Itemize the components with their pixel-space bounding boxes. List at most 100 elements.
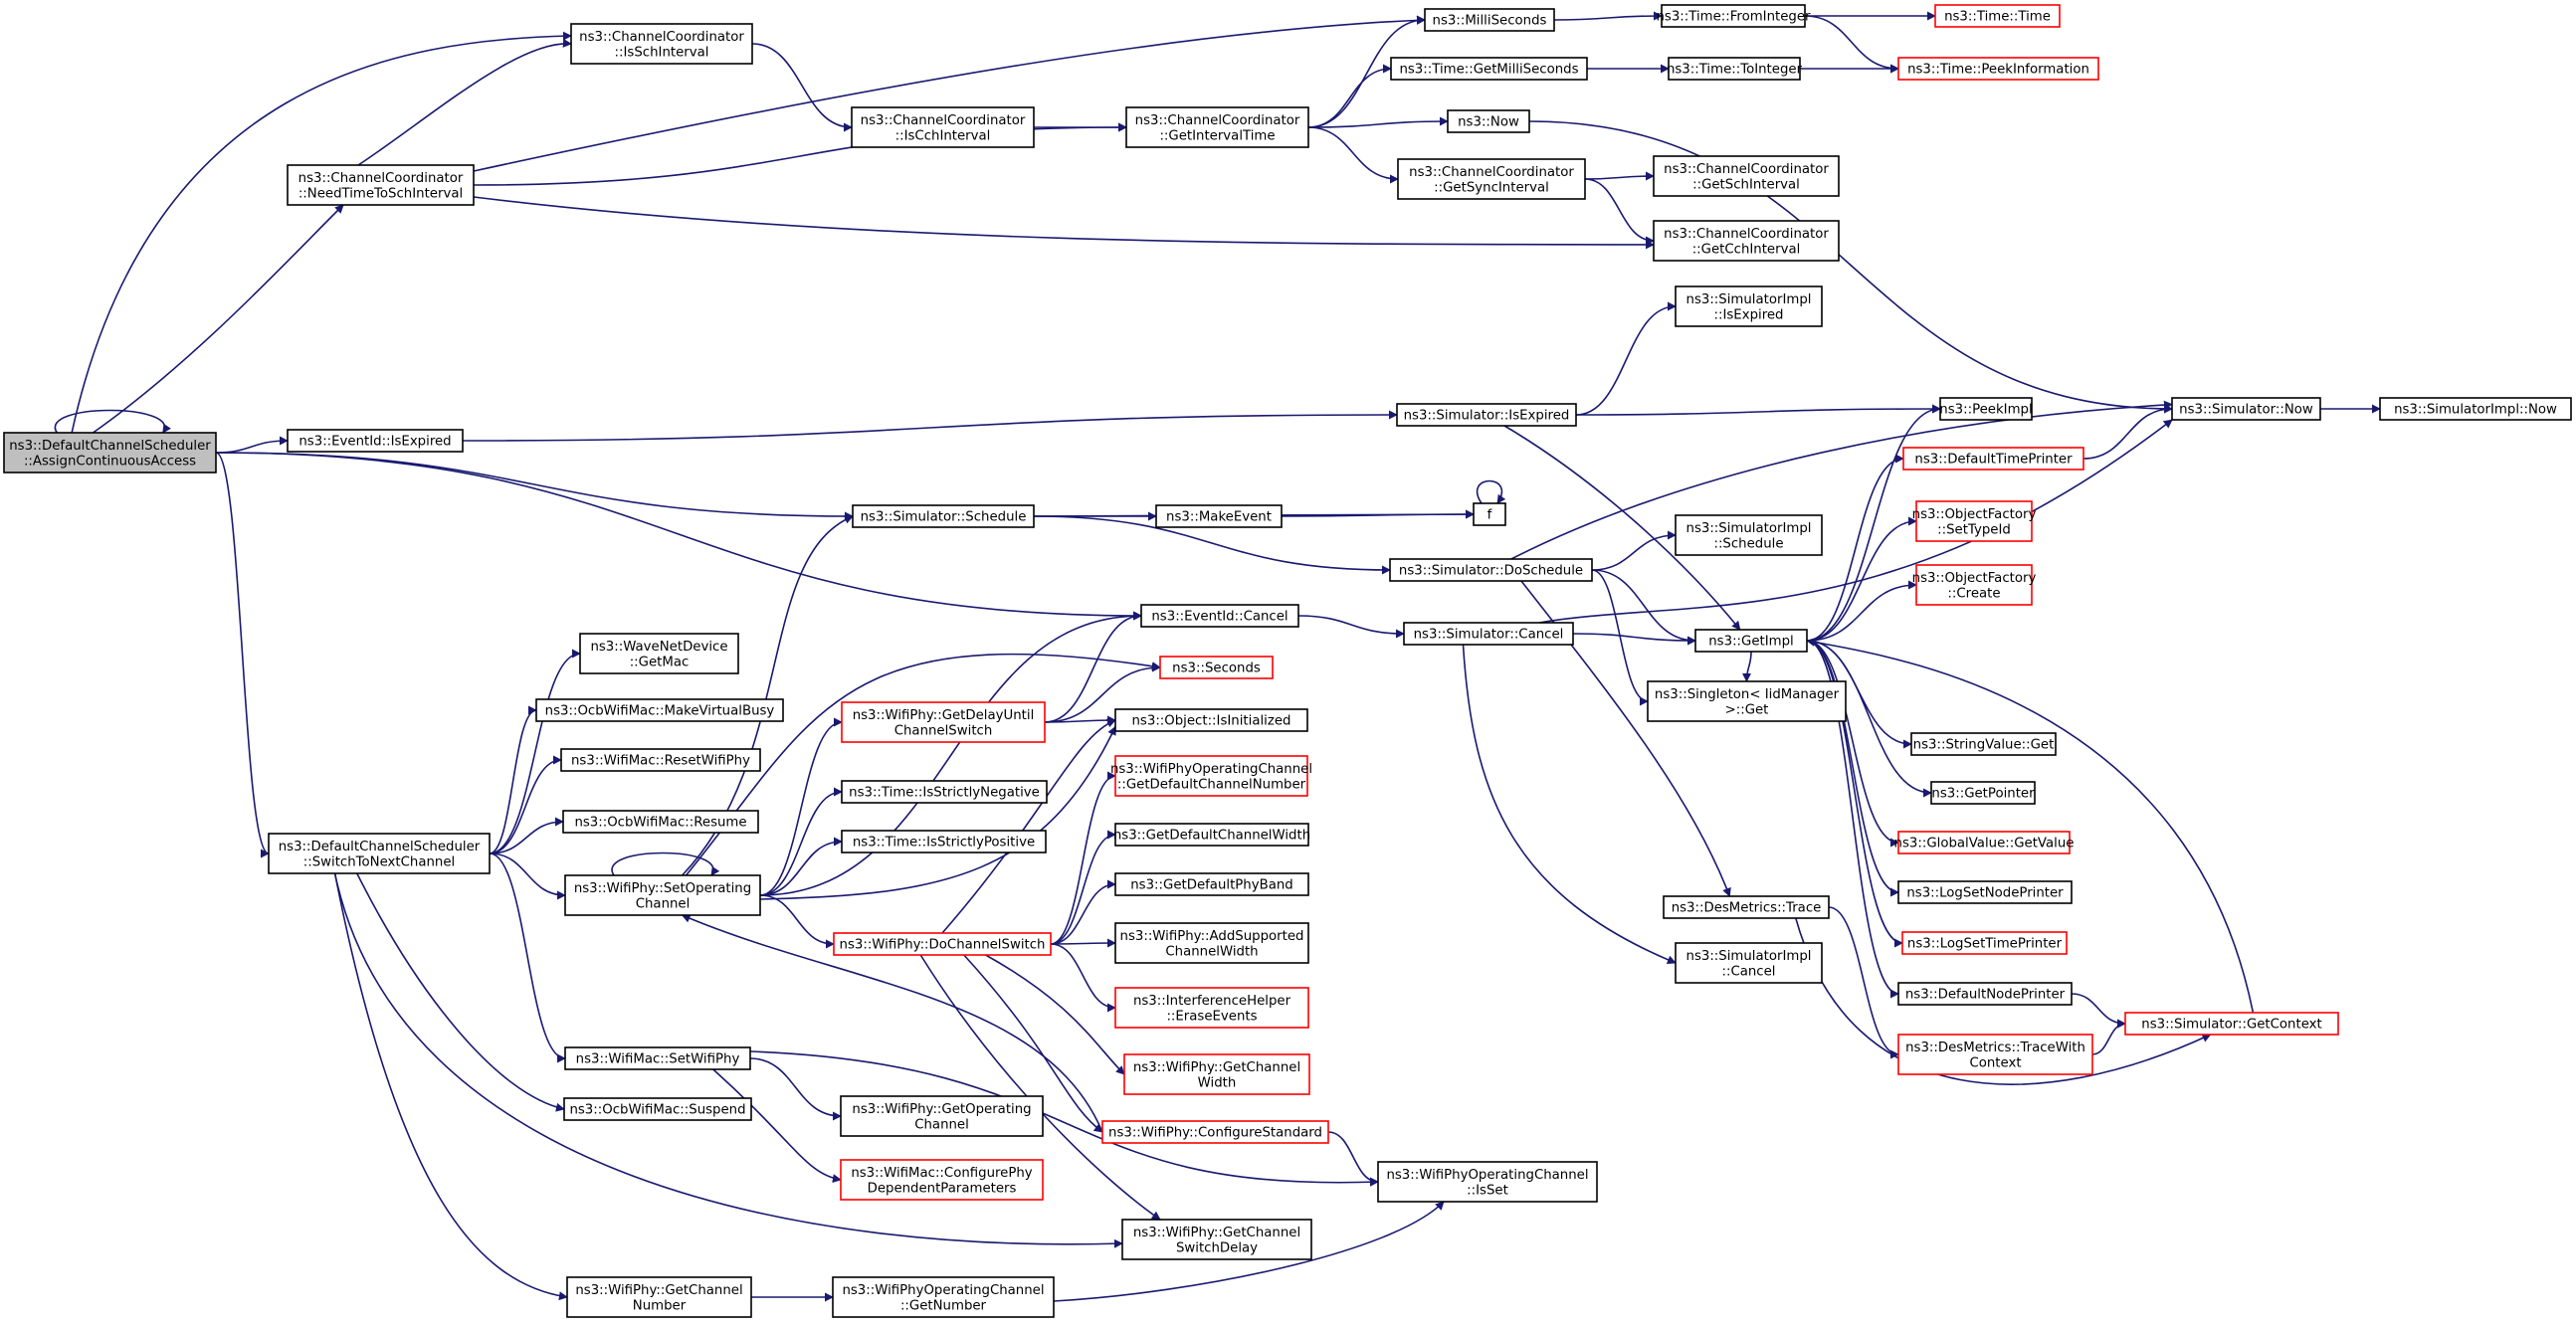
node-n69[interactable]: ns3::WifiPhyOperatingChannel::GetNumber — [832, 1276, 1055, 1318]
edge-path — [1297, 615, 1405, 639]
node-n64[interactable]: ns3::WifiPhy::ConfigureStandard — [1101, 1120, 1329, 1144]
node-n31[interactable]: ns3::Simulator::Cancel — [1403, 622, 1574, 646]
node-n14[interactable]: ns3::Time::ToInteger — [1667, 57, 1803, 81]
node-n16[interactable]: ns3::Time::PeekInformation — [1897, 57, 2099, 81]
node-box — [1897, 1034, 2093, 1075]
node-n46[interactable]: ns3::GetDefaultChannelWidth — [1113, 823, 1310, 847]
node-n3[interactable]: ns3::EventId::IsExpired — [287, 429, 464, 453]
node-n20[interactable]: ns3::Simulator::IsExpired — [1396, 403, 1577, 427]
node-n13[interactable]: ns3::Time::FromInteger — [1656, 4, 1811, 28]
node-n38[interactable]: ns3::Singleton< IidManager>::Get — [1647, 680, 1847, 722]
edge-path — [333, 872, 1123, 1248]
node-n1[interactable]: ns3::ChannelCoordinator::IsSchInterval — [570, 23, 753, 65]
node-n5[interactable]: ns3::EventId::Cancel — [1140, 604, 1299, 628]
node-n7[interactable]: ns3::ChannelCoordinator::IsCchInterval — [851, 106, 1035, 148]
node-box — [2124, 1012, 2339, 1036]
node-n34[interactable]: ns3::Seconds — [1159, 656, 1274, 679]
node-n41[interactable]: ns3::StringValue::Get — [1910, 732, 2057, 756]
node-label: ns3::GetImpl — [1708, 635, 1793, 650]
edge-path — [759, 611, 1142, 896]
node-n44[interactable]: ns3::GetPointer — [1930, 781, 2036, 805]
node-n28[interactable]: ns3::SimulatorImpl::Schedule — [1675, 514, 1823, 556]
node-n52[interactable]: ns3::WifiPhy::DoChannelSwitch — [833, 932, 1052, 956]
node-n50[interactable]: ns3::LogSetNodePrinter — [1897, 880, 2073, 904]
node-n21[interactable]: ns3::PeekImpl — [1939, 397, 2033, 421]
node-n47[interactable]: ns3::GlobalValue::GetValue — [1894, 831, 2075, 854]
node-n55[interactable]: ns3::SimulatorImpl::Cancel — [1675, 942, 1823, 984]
node-n12[interactable]: ns3::ChannelCoordinator::GetSyncInterval — [1397, 158, 1586, 200]
node-n6[interactable]: ns3::DefaultChannelScheduler::SwitchToNe… — [268, 833, 491, 874]
node-label: ns3::ChannelCoordinator — [861, 113, 1026, 128]
node-label: ns3::GetPointer — [1931, 787, 2035, 802]
node-box — [1915, 564, 2033, 606]
node-n0[interactable]: ns3::DefaultChannelScheduler::AssignCont… — [3, 432, 217, 474]
node-box — [1114, 922, 1309, 964]
node-n18[interactable]: ns3::ChannelCoordinator::GetCchInterval — [1653, 220, 1840, 262]
node-n19[interactable]: ns3::SimulatorImpl::IsExpired — [1675, 285, 1823, 327]
node-n56[interactable]: ns3::InterferenceHelper::EraseEvents — [1114, 987, 1309, 1029]
node-label: ns3::Time::IsStrictlyPositive — [853, 836, 1035, 851]
node-n39[interactable]: ns3::WifiMac::ResetWifiPhy — [560, 748, 761, 772]
node-n60[interactable]: ns3::WifiMac::SetWifiPhy — [564, 1046, 751, 1070]
node-n17[interactable]: ns3::ChannelCoordinator::GetSchInterval — [1653, 155, 1840, 197]
call-edge-n25-to-n25 — [1476, 479, 1506, 504]
node-n58[interactable]: ns3::Simulator::GetContext — [2124, 1012, 2339, 1036]
node-box — [1125, 106, 1309, 148]
node-box — [1114, 987, 1309, 1029]
node-n57[interactable]: ns3::DefaultNodePrinter — [1897, 982, 2073, 1006]
node-label: ns3::ChannelCoordinator — [1664, 162, 1829, 177]
node-n8[interactable]: ns3::ChannelCoordinator::GetIntervalTime — [1125, 106, 1309, 148]
node-n43[interactable]: ns3::OcbWifiMac::Resume — [562, 810, 759, 834]
node-n10[interactable]: ns3::Time::GetMilliSeconds — [1390, 57, 1588, 81]
node-n23[interactable]: ns3::SimulatorImpl::Now — [2379, 397, 2572, 421]
node-n29[interactable]: ns3::Simulator::DoSchedule — [1389, 558, 1593, 582]
node-n32[interactable]: ns3::GetImpl — [1694, 629, 1808, 653]
node-n26[interactable]: ns3::MakeEvent — [1155, 504, 1283, 528]
node-label: ns3::ChannelCoordinator — [1409, 165, 1574, 180]
edge-path — [92, 204, 344, 434]
call-edge-n52-to-n53 — [1050, 938, 1116, 948]
node-n49[interactable]: ns3::GetDefaultPhyBand — [1114, 872, 1309, 896]
call-edge-n31-to-n32 — [1572, 633, 1696, 646]
node-n42[interactable]: ns3::Time::IsStrictlyNegative — [841, 780, 1048, 804]
call-edge-n8-to-n11 — [1307, 116, 1449, 128]
node-n4[interactable]: ns3::Simulator::Schedule — [852, 504, 1035, 528]
node-n2[interactable]: ns3::ChannelCoordinator::NeedTimeToSchIn… — [287, 164, 475, 206]
node-n24[interactable]: ns3::DefaultTimePrinter — [1902, 447, 2084, 471]
edge-path — [1806, 640, 1903, 948]
call-edge-n5-to-n31 — [1297, 615, 1405, 639]
edge-path — [215, 452, 270, 858]
node-n22[interactable]: ns3::Simulator::Now — [2171, 397, 2321, 421]
node-n15[interactable]: ns3::Time::Time — [1934, 4, 2061, 28]
node-n27[interactable]: ns3::ObjectFactory::SetTypeId — [1912, 500, 2037, 542]
call-edge-n64-to-n48 — [681, 914, 1103, 1133]
node-n35[interactable]: ns3::OcbWifiMac::MakeVirtualBusy — [535, 698, 784, 722]
edge-path — [1806, 516, 1917, 642]
node-n63[interactable]: ns3::OcbWifiMac::Suspend — [563, 1097, 752, 1121]
node-n11[interactable]: ns3::Now — [1447, 109, 1530, 133]
node-n25[interactable]: f — [1473, 502, 1506, 526]
node-n9[interactable]: ns3::MilliSeconds — [1424, 8, 1555, 32]
edge-path — [1591, 530, 1677, 571]
node-n30[interactable]: ns3::ObjectFactory::Create — [1912, 564, 2037, 606]
node-n51[interactable]: ns3::DesMetrics::Trace — [1663, 895, 1830, 919]
node-n65[interactable]: ns3::WifiMac::ConfigurePhyDependentParam… — [840, 1159, 1044, 1201]
node-label: ns3::SimulatorImpl::Now — [2394, 403, 2557, 418]
node-n66[interactable]: ns3::WifiPhyOperatingChannel::IsSet — [1377, 1161, 1598, 1203]
call-edge-n2-to-n18 — [473, 196, 1655, 250]
node-n45[interactable]: ns3::Time::IsStrictlyPositive — [841, 830, 1047, 853]
node-n37[interactable]: ns3::Object::IsInitialized — [1114, 708, 1308, 732]
node-n54[interactable]: ns3::LogSetTimePrinter — [1901, 931, 2068, 955]
call-edge-n48-to-n42 — [759, 787, 843, 896]
node-n40[interactable]: ns3::WifiPhyOperatingChannel::GetDefault… — [1110, 755, 1312, 797]
node-box — [1114, 823, 1309, 847]
node-n33[interactable]: ns3::WaveNetDevice::GetMac — [579, 633, 739, 674]
